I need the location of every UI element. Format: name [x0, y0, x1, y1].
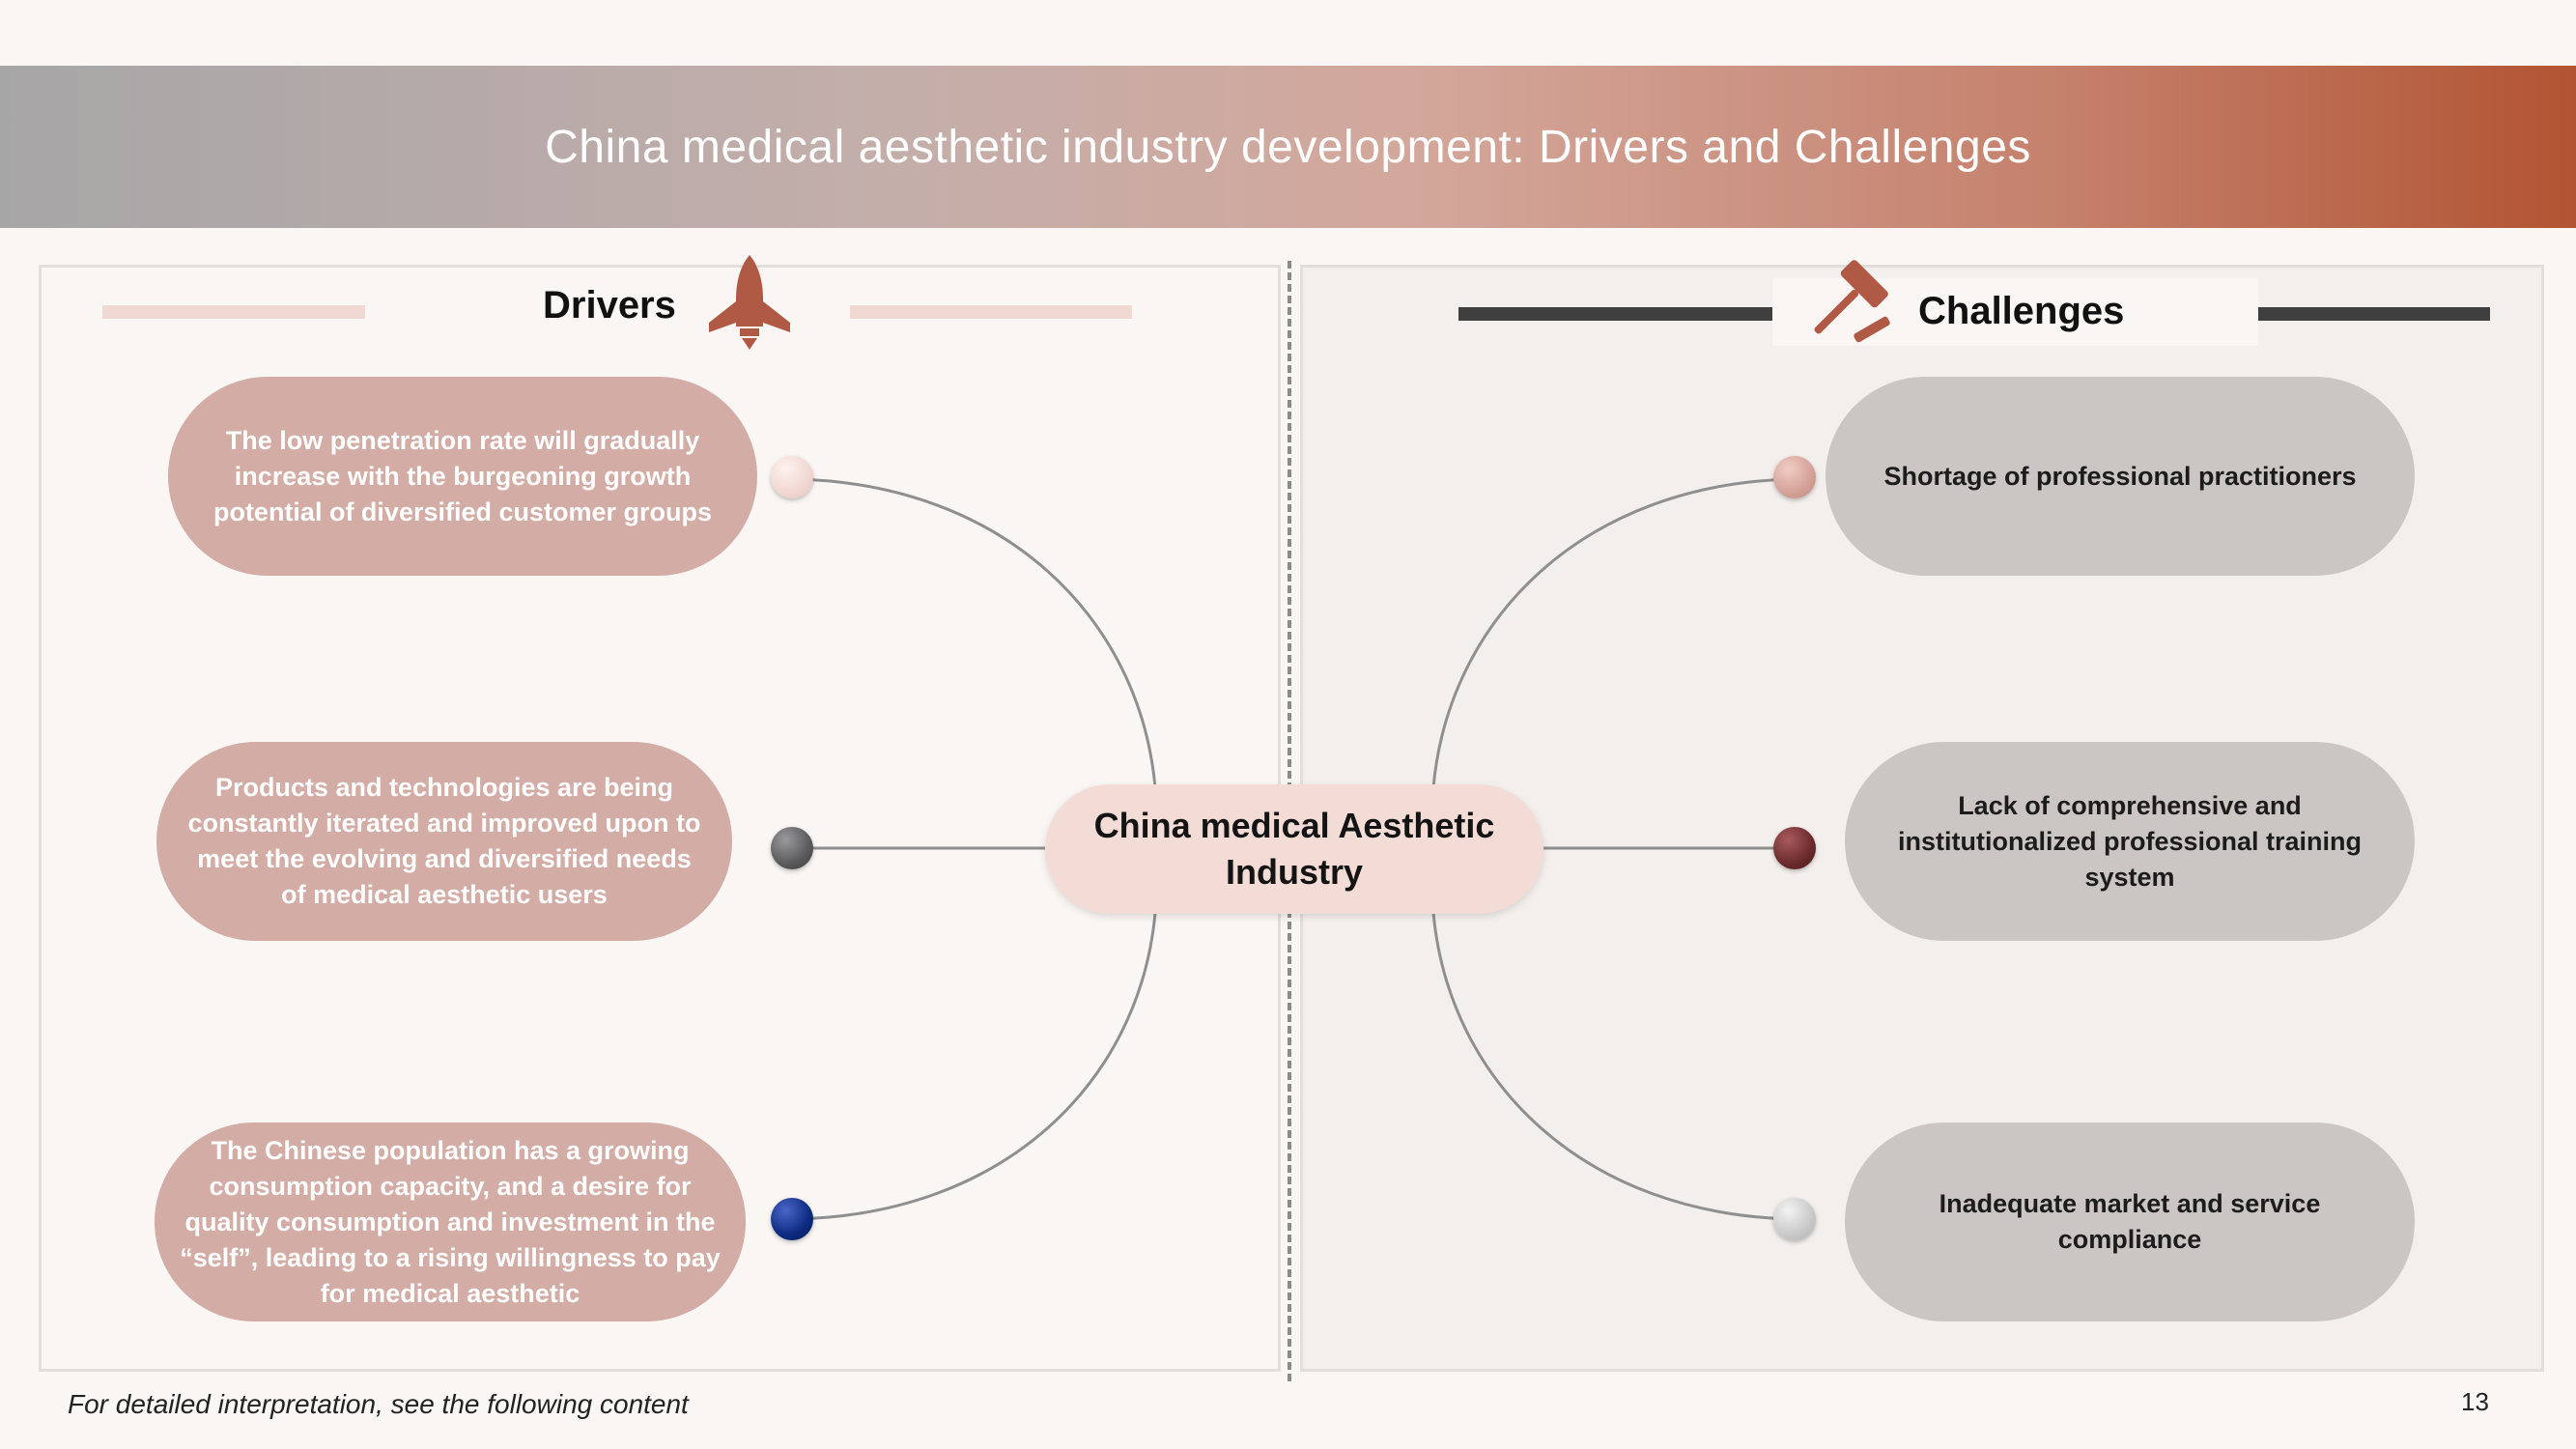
challenge-dot [1773, 456, 1816, 498]
driver-item: Products and technologies are being cons… [156, 742, 732, 941]
drivers-deco-right [850, 305, 1132, 319]
challenges-heading-box [1772, 278, 2258, 346]
challenge-dot [1773, 1198, 1816, 1240]
driver-item: The Chinese population has a growing con… [155, 1122, 746, 1321]
challenges-deco-right [2258, 307, 2490, 321]
rocket-icon [709, 255, 790, 350]
center-node: China medical Aesthetic Industry [1045, 784, 1543, 914]
challenges-deco-left [1458, 307, 1772, 321]
challenge-item: Inadequate market and service compliance [1845, 1122, 2415, 1321]
gavel-icon [1814, 260, 1890, 343]
challenges-heading: Challenges [1918, 290, 2125, 332]
drivers-heading: Drivers [543, 284, 676, 327]
challenge-item: Lack of comprehensive and institutionali… [1845, 742, 2415, 941]
page-title: China medical aesthetic industry develop… [545, 121, 2031, 173]
title-bar: China medical aesthetic industry develop… [0, 66, 2576, 228]
footnote: For detailed interpretation, see the fol… [68, 1389, 689, 1419]
driver-dot [771, 456, 813, 498]
page-number: 13 [2461, 1387, 2489, 1416]
challenge-item: Shortage of professional practitioners [1826, 377, 2415, 576]
driver-dot [771, 827, 813, 869]
drivers-deco-left [102, 305, 365, 319]
driver-dot [771, 1198, 813, 1240]
driver-item: The low penetration rate will gradually … [168, 377, 757, 576]
challenge-dot [1773, 827, 1816, 869]
